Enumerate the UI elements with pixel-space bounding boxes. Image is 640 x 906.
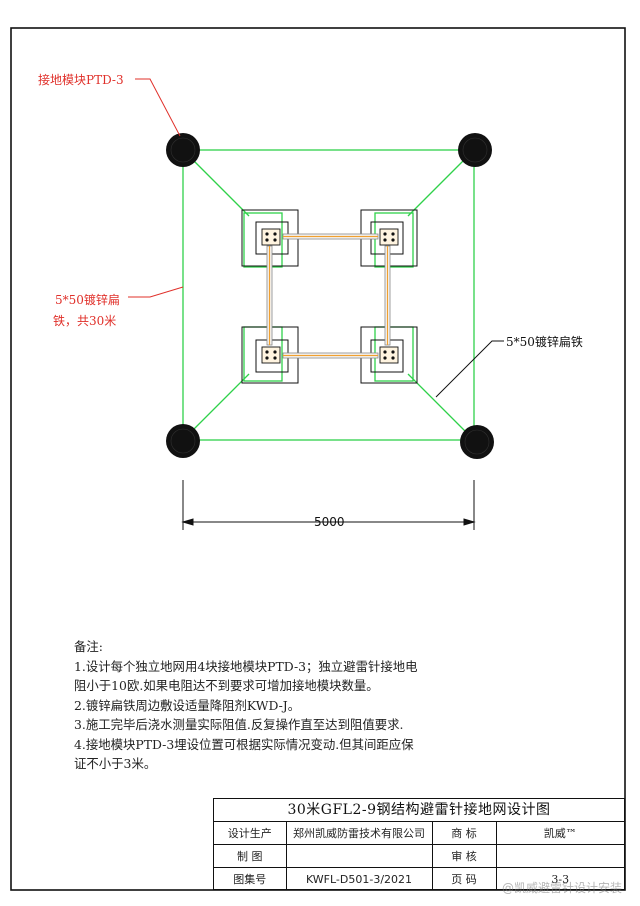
notes-heading: 备注: <box>74 639 103 654</box>
note-line: 证不小于3米。 <box>74 756 157 771</box>
red-leaders <box>128 78 184 298</box>
review-value <box>495 844 624 868</box>
flat-steel-right-label: 5*50镀锌扁铁 <box>506 335 583 349</box>
flat-steel-left-label-1: 5*50镀锌扁 <box>55 293 120 307</box>
note-line: 3.施工完毕后浇水测量实际阻值.反复操作直至达到阻值要求. <box>74 717 404 732</box>
black-leader <box>435 340 504 398</box>
note-line: 4.接地模块PTD-3埋设位置可根据实际情况变动.但其间距应保 <box>74 736 414 752</box>
drawing-no-value: KWFL-D501-3/2021 <box>285 867 433 890</box>
brand-value: 凯威™ <box>495 822 624 845</box>
dimension-label: 5000 <box>314 515 345 529</box>
page-value: 3-3 <box>495 867 624 890</box>
note-line: 2.镀锌扁铁周边敷设适量降阻剂KWD-J。 <box>74 697 301 713</box>
notes-section: 备注: 1.设计每个独立地网用4块接地模块PTD-3；独立避雷针接地电 阻小于1… <box>74 637 494 774</box>
drawing-title: 30米GFL2-9钢结构避雷针接地网设计图 <box>214 799 624 822</box>
drawing-no-label: 图集号 <box>214 867 287 890</box>
flat-steel-inner-loop <box>266 233 391 359</box>
design-value: 郑州凯威防雷技术有限公司 <box>285 822 433 845</box>
drawn-label: 制 图 <box>214 844 287 868</box>
ground-module-label: 接地模块PTD-3 <box>38 73 124 87</box>
note-line: 1.设计每个独立地网用4块接地模块PTD-3；独立避雷针接地电 <box>74 658 418 674</box>
note-line: 阻小于10欧.如果电阻达不到要求可增加接地模块数量。 <box>74 678 379 693</box>
flat-steel-left-label-2: 铁，共30米 <box>53 314 117 328</box>
drawn-value <box>285 844 433 868</box>
module-connector-holes <box>265 232 395 360</box>
watermark: @凯威避雷针设计安装 <box>501 881 622 895</box>
review-label: 审 核 <box>431 844 497 868</box>
design-label: 设计生产 <box>214 822 287 845</box>
flat-steel-outer-loop <box>182 149 475 441</box>
drawing-border <box>10 27 626 891</box>
title-block: 30米GFL2-9钢结构避雷针接地网设计图 设计生产 郑州凯威防雷技术有限公司 … <box>213 798 625 890</box>
page-label: 页 码 <box>431 867 497 890</box>
brand-label: 商 标 <box>431 822 497 845</box>
dimension-line <box>181 480 476 530</box>
